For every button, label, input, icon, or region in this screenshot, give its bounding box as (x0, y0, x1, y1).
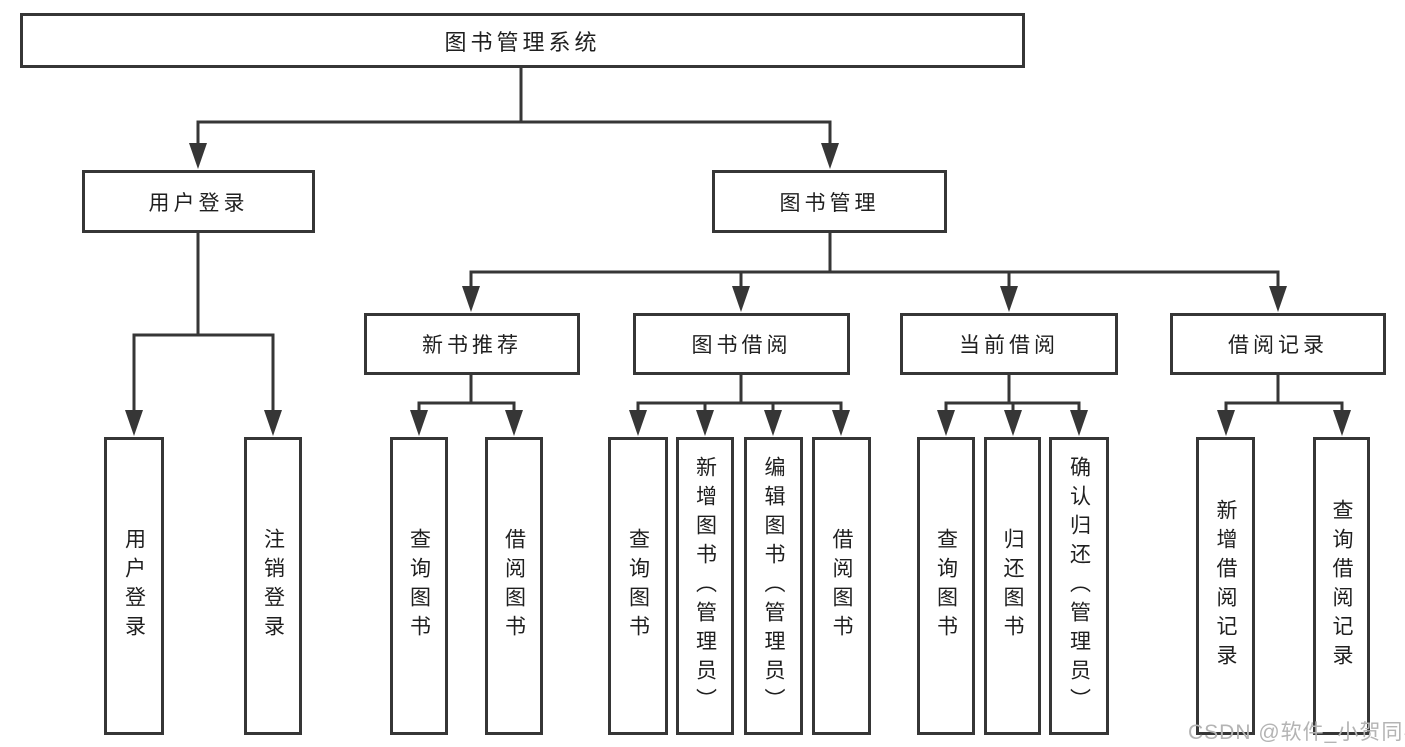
leaf-user-login: 用户登录 (104, 437, 164, 735)
arrowhead-icon (696, 410, 714, 436)
leaf-logout-label: 注销登录 (261, 528, 285, 644)
leaf-add-book-admin-label: 新增图书（管理员） (693, 455, 717, 717)
arrowhead-icon (1004, 410, 1022, 436)
arrowhead-icon (1269, 286, 1287, 312)
leaf-add-book-admin: 新增图书（管理员） (676, 437, 734, 735)
node-borrow-records: 借阅记录 (1170, 313, 1386, 375)
leaf-query-book-current: 查询图书 (917, 437, 975, 735)
leaf-borrow-book-recommend: 借阅图书 (485, 437, 543, 735)
node-book-management: 图书管理 (712, 170, 947, 233)
leaf-add-borrow-record: 新增借阅记录 (1196, 437, 1255, 735)
leaf-query-book-current-label: 查询图书 (934, 528, 958, 644)
node-user-login: 用户登录 (82, 170, 315, 233)
leaf-query-book-borrow: 查询图书 (608, 437, 668, 735)
arrowhead-icon (264, 410, 282, 436)
arrowhead-icon (937, 410, 955, 436)
node-current-borrow: 当前借阅 (900, 313, 1118, 375)
node-new-book-recommend: 新书推荐 (364, 313, 580, 375)
arrowhead-icon (764, 410, 782, 436)
arrowhead-icon (189, 143, 207, 169)
leaf-borrow-book: 借阅图书 (812, 437, 871, 735)
leaf-return-book-label: 归还图书 (1001, 528, 1024, 644)
leaf-user-login-label: 用户登录 (122, 528, 146, 644)
leaf-edit-book-admin-label: 编辑图书（管理员） (762, 455, 785, 717)
arrowhead-icon (629, 410, 647, 436)
arrowhead-icon (462, 286, 480, 312)
arrowhead-icon (1333, 410, 1351, 436)
arrowhead-icon (410, 410, 428, 436)
leaf-query-book-borrow-label: 查询图书 (626, 528, 650, 644)
leaf-query-borrow-record: 查询借阅记录 (1313, 437, 1370, 735)
arrowhead-icon (1217, 410, 1235, 436)
node-root: 图书管理系统 (20, 13, 1025, 68)
arrowhead-icon (125, 410, 143, 436)
arrowhead-icon (821, 143, 839, 169)
leaf-query-book-recommend-label: 查询图书 (407, 528, 431, 644)
arrowhead-icon (1070, 410, 1088, 436)
leaf-confirm-return-admin-label: 确认归还（管理员） (1067, 455, 1091, 717)
csdn-watermark: CSDN @软件_小贺同学 (1188, 721, 1405, 744)
leaf-borrow-book-label: 借阅图书 (830, 528, 853, 644)
arrowhead-icon (832, 410, 850, 436)
leaf-query-borrow-record-label: 查询借阅记录 (1330, 499, 1353, 673)
arrowhead-icon (732, 286, 750, 312)
node-book-borrow: 图书借阅 (633, 313, 850, 375)
arrowhead-icon (505, 410, 523, 436)
leaf-query-book-recommend: 查询图书 (390, 437, 448, 735)
leaf-borrow-book-recommend-label: 借阅图书 (502, 528, 526, 644)
leaf-logout: 注销登录 (244, 437, 302, 735)
leaf-add-borrow-record-label: 新增借阅记录 (1214, 499, 1237, 673)
leaf-return-book: 归还图书 (984, 437, 1041, 735)
arrowhead-icon (1000, 286, 1018, 312)
leaf-confirm-return-admin: 确认归还（管理员） (1049, 437, 1109, 735)
leaf-edit-book-admin: 编辑图书（管理员） (744, 437, 803, 735)
